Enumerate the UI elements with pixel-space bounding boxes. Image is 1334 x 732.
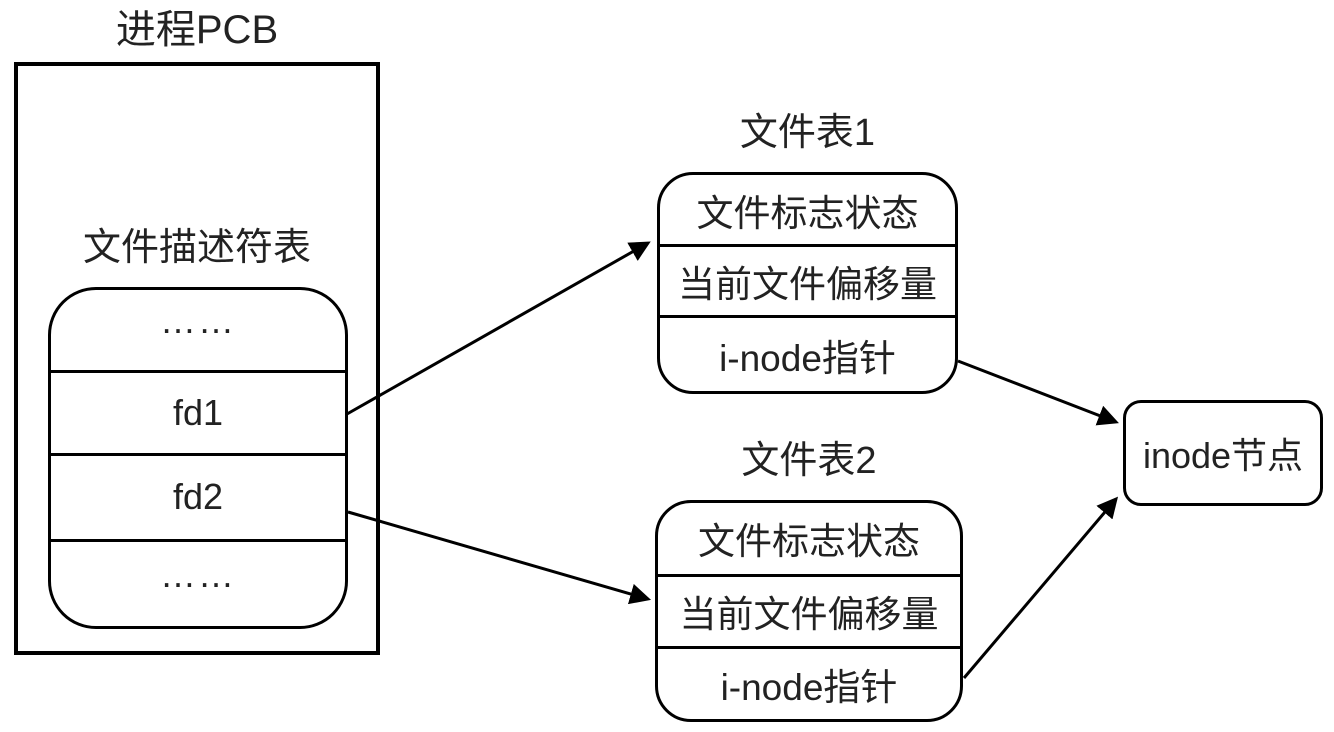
fd-row-fd1: fd1 xyxy=(51,370,345,452)
file-table-1-row-current-offset: 当前文件偏移量 xyxy=(660,244,955,315)
fd-row-ellipsis-top-label: …… xyxy=(160,300,236,342)
fd-row-ellipsis-bottom-label: …… xyxy=(160,553,236,595)
fd-row-ellipsis-top: …… xyxy=(51,290,345,370)
arrow-fd1-to-file-table-1 xyxy=(346,241,651,416)
file-table-1-title: 文件表1 xyxy=(739,112,876,154)
fd-table: …… fd1 fd2 …… xyxy=(48,287,348,629)
file-table-2-title: 文件表2 xyxy=(741,440,877,482)
file-table-2-box: 文件标志状态 当前文件偏移量 i-node指针 xyxy=(655,500,963,722)
inode-label: inode节点 xyxy=(1142,435,1304,476)
fd-row-ellipsis-bottom: …… xyxy=(51,538,345,626)
fd-row-fd2: fd2 xyxy=(51,452,345,539)
fd-row-fd1-label: fd1 xyxy=(172,391,224,433)
fd-table-label: 文件描述符表 xyxy=(82,227,311,269)
file-table-2-row-current-offset: 当前文件偏移量 xyxy=(658,573,960,646)
file-table-2-row-inode-pointer: i-node指针 xyxy=(658,646,960,719)
arrow-file-table-1-to-inode xyxy=(957,359,1119,426)
inode-box: inode节点 xyxy=(1123,400,1323,506)
file-table-2-row-flag-state: 文件标志状态 xyxy=(698,521,920,563)
file-table-1-box: 文件标志状态 当前文件偏移量 i-node指针 xyxy=(657,172,958,394)
file-table-1-row-flag-state: 文件标志状态 xyxy=(696,192,919,234)
file-table-1-row-inode-pointer: i-node指针 xyxy=(660,315,955,391)
arrow-fd2-to-file-table-2 xyxy=(347,510,652,605)
pcb-title: 进程PCB xyxy=(115,8,279,52)
arrow-file-table-2-to-inode xyxy=(962,496,1119,679)
fd-row-fd2-label: fd2 xyxy=(172,476,224,518)
